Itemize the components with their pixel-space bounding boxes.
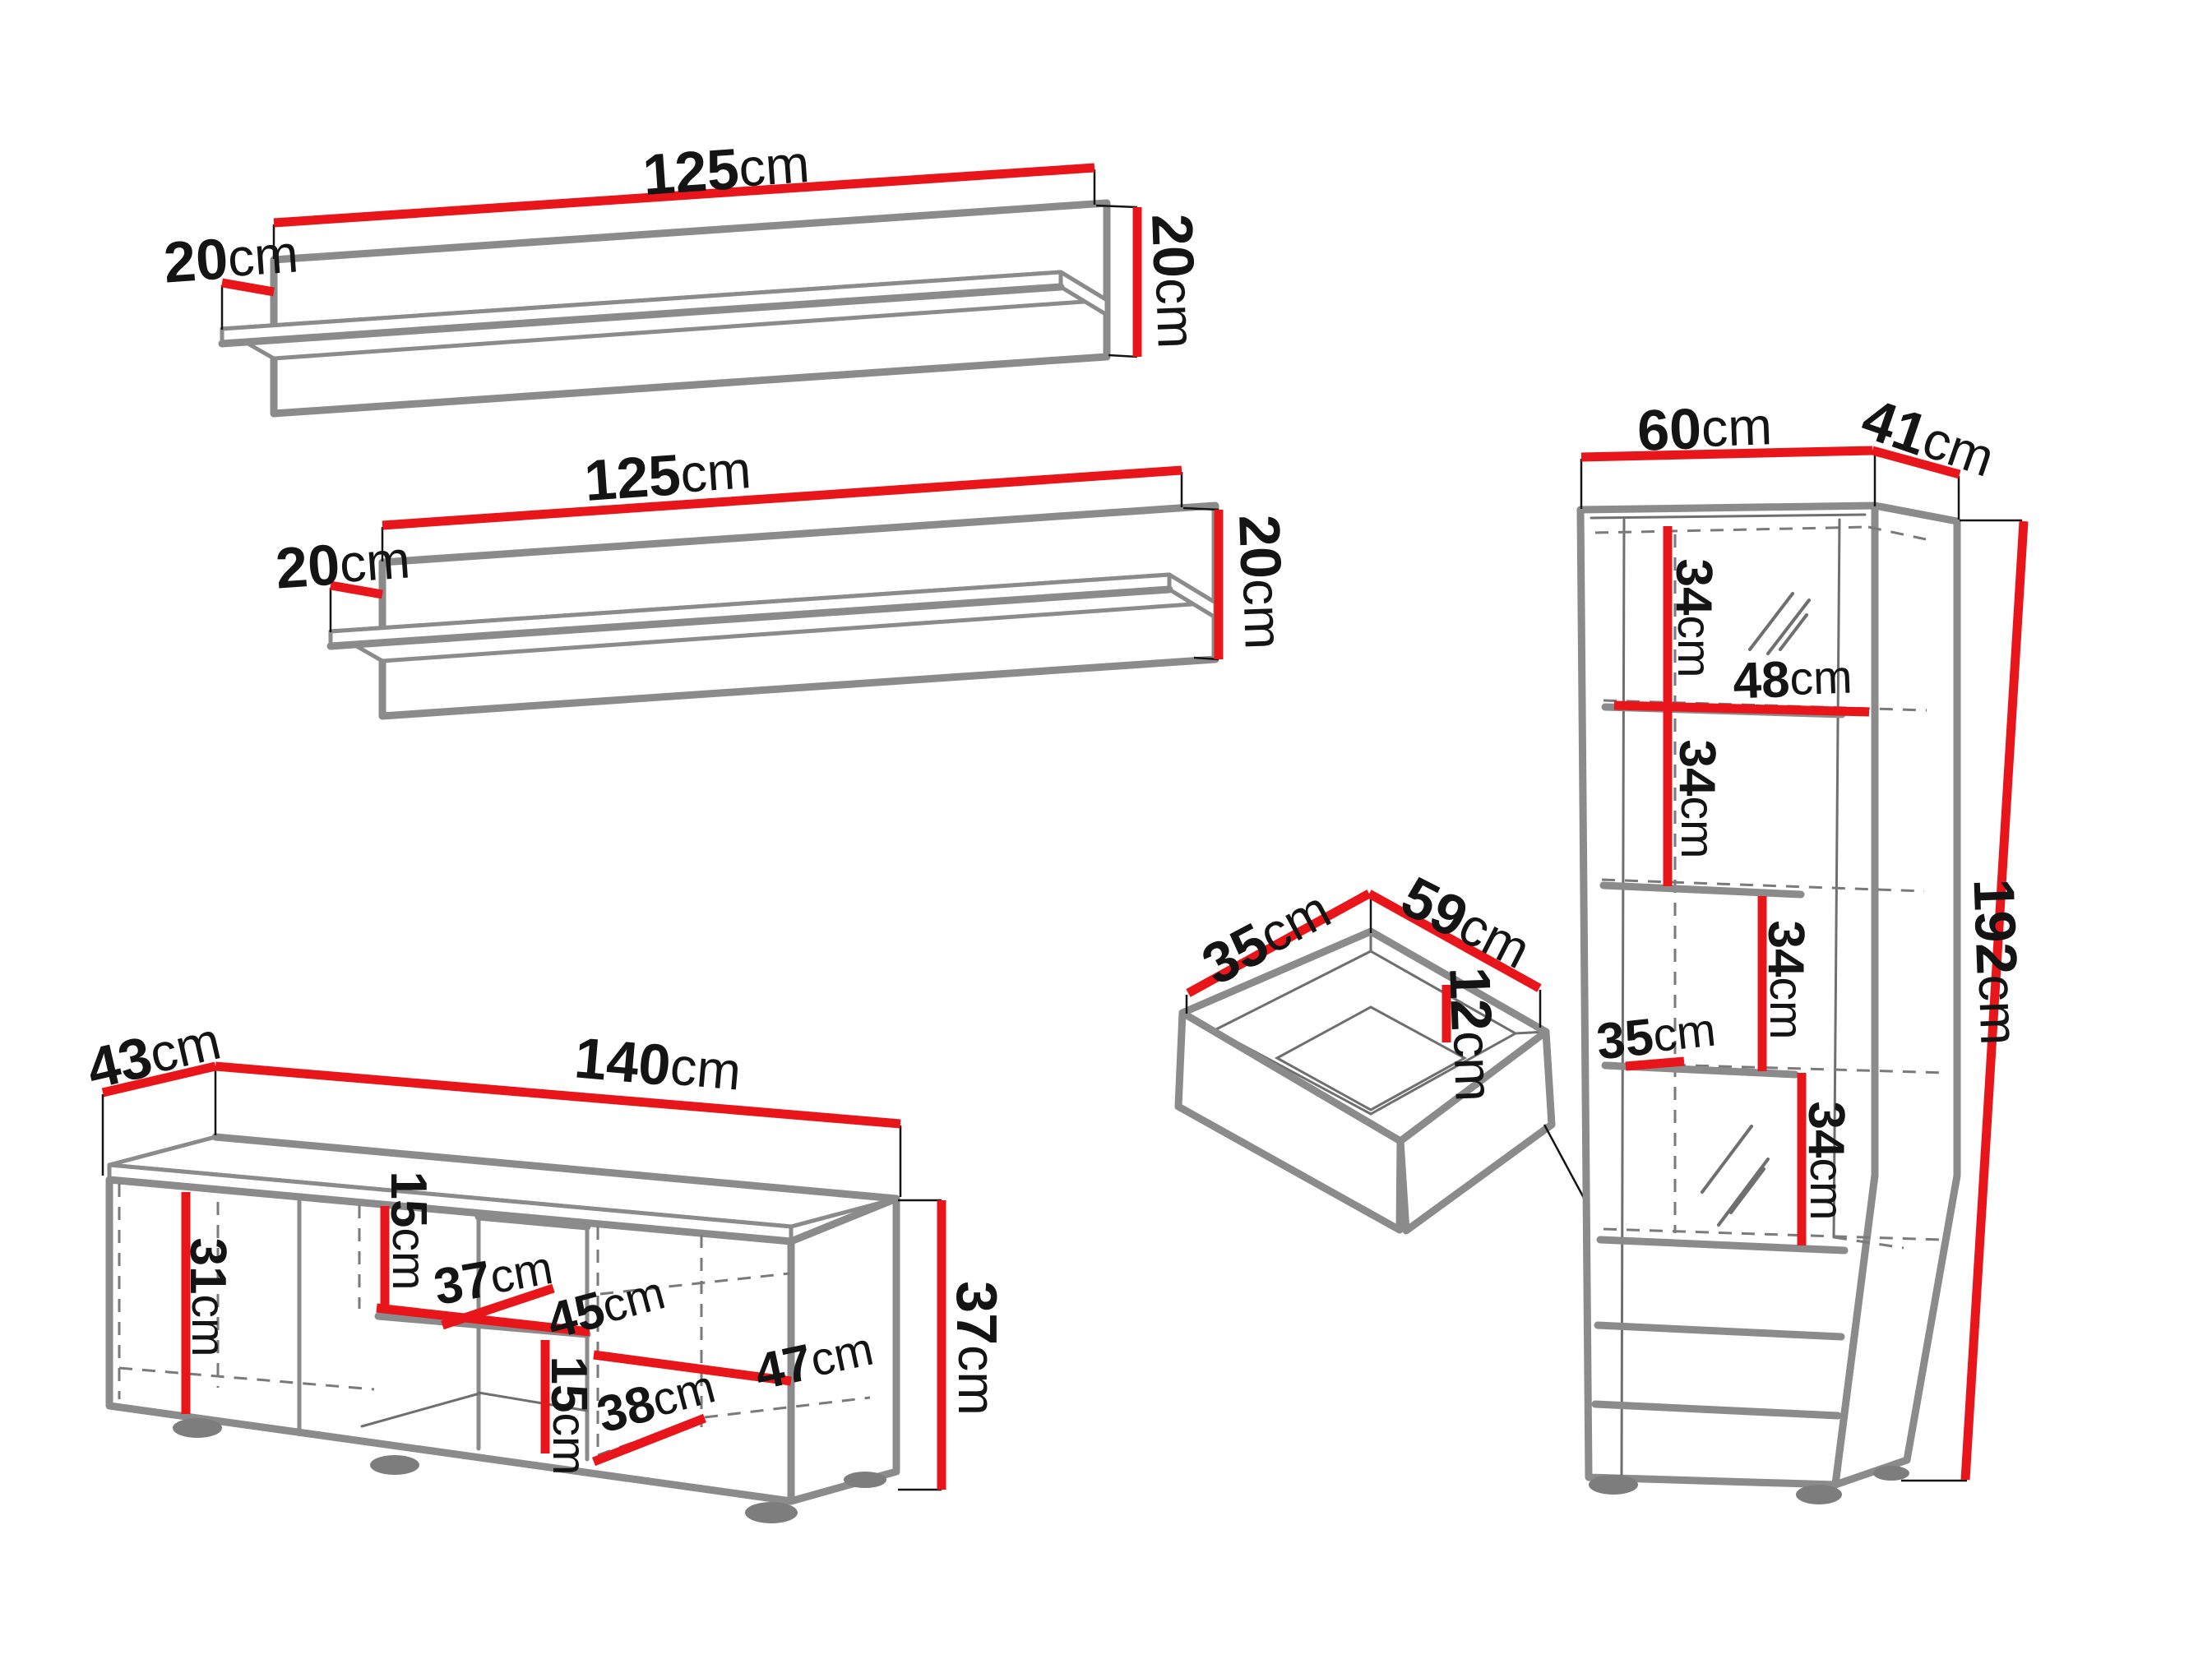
dim-tv-height: 37cm [945,1281,1009,1416]
dim-cab-shelf-width: 48cm [1732,649,1853,709]
drawer: 35cm 59cm 12cm [1174,864,1642,1304]
glass-mark [1748,592,1794,651]
display-cabinet: 60cm 41cm 34cm 48cm 34cm 34cm 35cm 34cm … [1576,386,2031,1504]
dim-shelf2-height: 20cm [1227,514,1296,650]
dim-cab-section2: 34cm [1669,740,1726,859]
dim-line-drawer-width [1367,890,1542,992]
dim-line-tv-width [215,1061,901,1129]
dim-line-tv-depth [101,1061,217,1098]
dim-drawer-height: 12cm [1437,966,1506,1102]
dim-tv-depth: 43cm [81,1009,226,1102]
cabinet-foot [1873,1466,1909,1481]
dim-cab-height: 192cm [1961,877,2031,1046]
glass-mark [1779,613,1808,651]
glass-mark [1729,1167,1765,1214]
dim-line-cab-inner-depth [1625,1056,1685,1071]
dim-tv-top-niche: 15cm [381,1171,437,1291]
dim-line-drawer-depth [1186,890,1372,997]
dim-cab-width: 60cm [1636,394,1773,463]
cabinet-foot [1589,1475,1638,1495]
dim-line-cab-shelf-width [1613,700,1870,717]
dim-line-shelf1-width [273,163,1095,228]
dim-line-cab-height [1960,520,2029,1481]
cabinet-foot [1796,1485,1842,1504]
tv-stand-foot [844,1472,886,1488]
dim-shelf1-depth: 20cm [162,221,301,294]
dim-line-shelf1-depth [221,278,275,297]
dim-cab-depth: 41cm [1854,386,2002,490]
dim-shelf1-height: 20cm [1140,213,1209,349]
dim-line-tv-right-depth [591,1413,707,1467]
dim-shelf2-depth: 20cm [274,527,413,600]
tv-stand-foot [745,1502,798,1523]
tv-stand-foot [370,1455,419,1475]
dim-tv-bottom-niche: 15cm [541,1356,598,1476]
dim-tv-shelf-depth: 37cm [430,1239,558,1315]
wall-shelf-1: 125cm 20cm 20cm [162,132,1209,418]
dim-line-shelf2-width [382,465,1182,530]
tv-stand-foot [173,1418,222,1438]
dim-cab-section3: 34cm [1758,921,1815,1040]
dim-line-shelf2-depth [330,580,383,599]
glass-mark [1766,598,1811,655]
dim-tv-right-width: 47cm [750,1320,878,1401]
dim-cab-section1: 34cm [1666,559,1723,678]
dim-cab-inner-depth: 35cm [1594,1001,1718,1070]
dim-tv-left-height: 31cm [180,1238,237,1357]
dim-line-tv-right-width [593,1350,792,1386]
dim-line-cab-width [1580,446,1873,462]
dim-shelf1-width: 125cm [641,132,812,207]
dim-line-cab-depth [1871,446,1961,479]
dim-tv-width: 140cm [572,1025,744,1103]
dim-cab-section4: 34cm [1798,1102,1855,1221]
glass-mark [1701,1125,1753,1194]
dim-shelf2-width: 125cm [582,437,753,513]
wall-shelf-2: 125cm 20cm 20cm [274,437,1296,720]
dim-line-tv-shelf-width [376,1303,590,1337]
tv-stand: 43cm 140cm 31cm 15cm 37cm 45cm 47cm 15cm… [81,1009,1009,1523]
glass-mark [1717,1158,1770,1227]
